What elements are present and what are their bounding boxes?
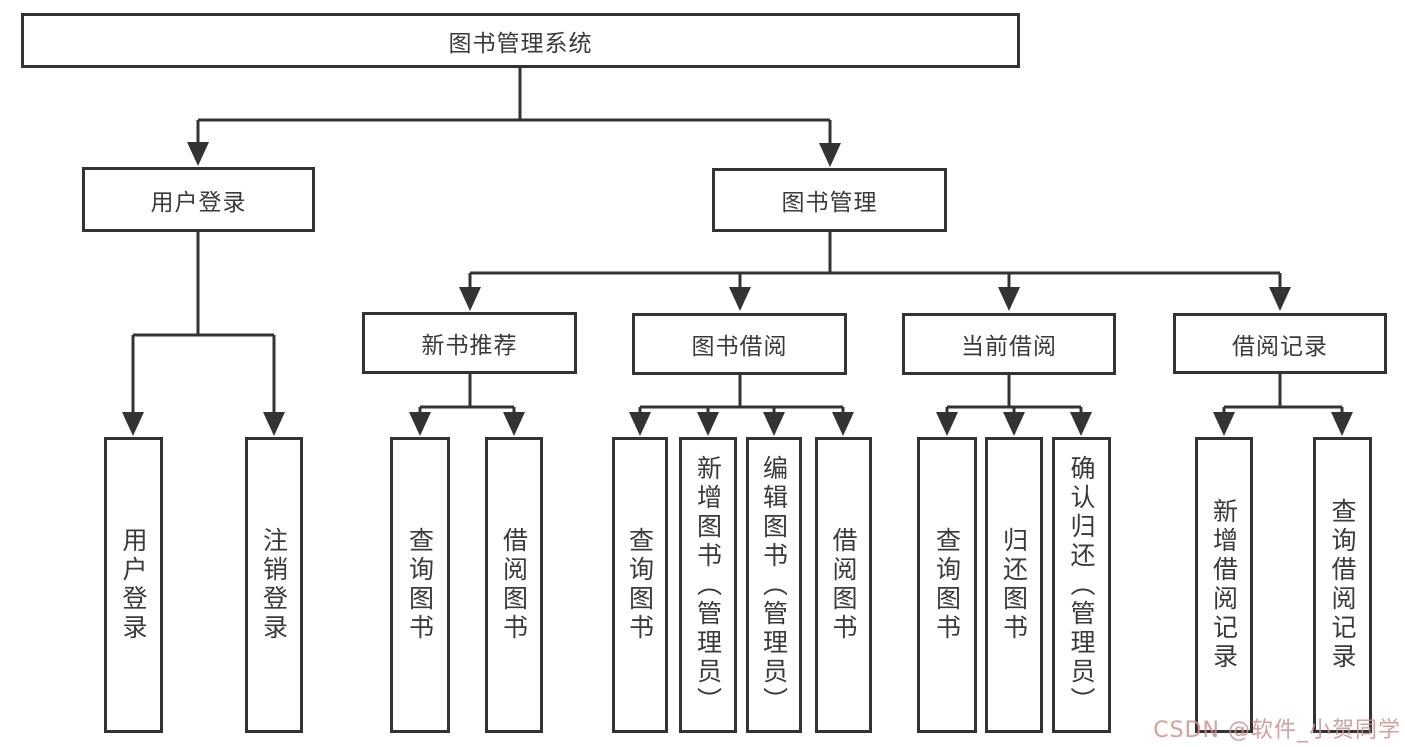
node-borrow-record: 借阅记录 bbox=[1173, 313, 1387, 374]
leaf-user-login-label: 用户登录 bbox=[119, 527, 148, 643]
leaf-logout: 注销登录 bbox=[245, 437, 303, 733]
leaf-query-borrow-record-label: 查询借阅记录 bbox=[1328, 498, 1357, 672]
leaf-add-books-admin: 新增图书（管理员） bbox=[679, 437, 737, 733]
leaf-edit-books-admin: 编辑图书（管理员） bbox=[746, 437, 802, 733]
connector-root-to-level1 bbox=[187, 68, 841, 167]
leaf-borrow-query-books-label: 查询图书 bbox=[625, 527, 655, 643]
leaf-current-query-books-label: 查询图书 bbox=[932, 527, 962, 643]
leaf-user-login: 用户登录 bbox=[104, 437, 163, 733]
node-user-login: 用户登录 bbox=[82, 167, 315, 232]
node-new-book-recommend-label: 新书推荐 bbox=[421, 333, 518, 359]
leaf-add-borrow-record: 新增借阅记录 bbox=[1195, 437, 1253, 733]
leaf-borrow-query-books: 查询图书 bbox=[612, 437, 668, 733]
leaf-confirm-return-admin: 确认归还（管理员） bbox=[1052, 437, 1111, 733]
leaf-query-borrow-record: 查询借阅记录 bbox=[1313, 437, 1372, 733]
node-book-borrow-label: 图书借阅 bbox=[691, 334, 788, 360]
node-current-borrow: 当前借阅 bbox=[902, 313, 1116, 375]
node-book-management-label: 图书管理 bbox=[781, 190, 878, 216]
leaf-recommend-query-books-label: 查询图书 bbox=[405, 527, 435, 643]
node-book-management: 图书管理 bbox=[712, 168, 947, 232]
connector-user-login-children bbox=[122, 232, 285, 436]
node-user-login-label: 用户登录 bbox=[150, 189, 247, 216]
node-root-system: 图书管理系统 bbox=[21, 13, 1020, 68]
leaf-return-books: 归还图书 bbox=[985, 437, 1043, 733]
leaf-return-books-label: 归还图书 bbox=[999, 527, 1029, 643]
node-current-borrow-label: 当前借阅 bbox=[961, 334, 1057, 360]
node-borrow-record-label: 借阅记录 bbox=[1232, 333, 1328, 360]
leaf-current-query-books: 查询图书 bbox=[917, 437, 977, 733]
connector-new-book-rec-children bbox=[409, 374, 525, 436]
leaf-edit-books-admin-label: 编辑图书（管理员） bbox=[759, 454, 789, 716]
node-book-borrow: 图书借阅 bbox=[632, 313, 847, 375]
node-root-system-label: 图书管理系统 bbox=[448, 30, 593, 57]
leaf-confirm-return-admin-label: 确认归还（管理员） bbox=[1067, 454, 1096, 716]
node-new-book-recommend: 新书推荐 bbox=[362, 312, 577, 374]
connector-current-borrow-children bbox=[936, 375, 1092, 436]
connector-book-mgmt-children bbox=[459, 232, 1291, 311]
connector-book-borrow-children bbox=[629, 375, 854, 436]
leaf-recommend-query-books: 查询图书 bbox=[390, 437, 450, 733]
leaf-logout-label: 注销登录 bbox=[259, 527, 289, 643]
leaf-borrow-books: 借阅图书 bbox=[815, 437, 872, 733]
watermark: CSDN @软件_小贺同学 bbox=[1153, 718, 1401, 743]
leaf-recommend-borrow-books: 借阅图书 bbox=[485, 437, 543, 733]
leaf-recommend-borrow-books-label: 借阅图书 bbox=[499, 527, 529, 643]
leaf-add-borrow-record-label: 新增借阅记录 bbox=[1209, 498, 1239, 672]
connector-borrow-record-children bbox=[1213, 374, 1353, 436]
leaf-borrow-books-label: 借阅图书 bbox=[829, 527, 858, 643]
leaf-add-books-admin-label: 新增图书（管理员） bbox=[693, 454, 723, 716]
